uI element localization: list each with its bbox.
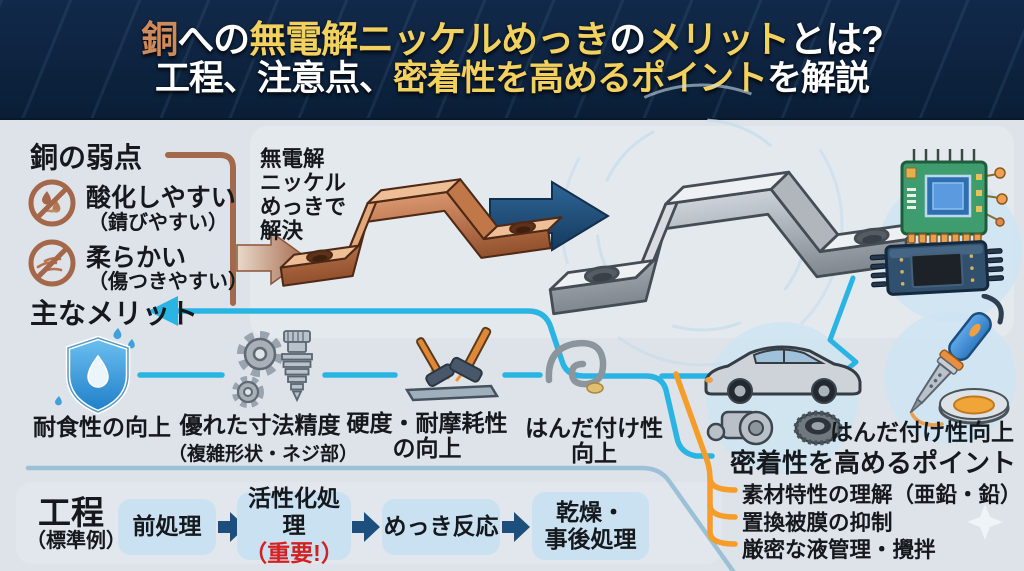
merit-4-label: はんだ付け性 向上 — [525, 415, 663, 466]
adhesion-point-1: 素材特性の理解（亜鉛・鉛） — [742, 483, 1022, 507]
merit-main-line — [171, 308, 715, 459]
weakness-2-label: 柔らかい — [86, 244, 187, 272]
nickel-plated-bracket-illustration — [538, 128, 938, 354]
weakness-connector-line — [165, 152, 236, 306]
process-subtitle: （標準例） — [26, 530, 126, 552]
solution-caption: 無電解 ニッケル めっきで 解決 — [260, 147, 347, 243]
shield-droplet-icon — [52, 326, 144, 418]
weaknesses-title: 銅の弱点 — [30, 142, 143, 173]
soldering-iron-icon — [888, 294, 1024, 440]
process-step-2: 活性化処理 （重要!） — [237, 485, 351, 566]
hammers-plate-icon — [393, 324, 507, 414]
solder-wire-icon — [543, 334, 621, 418]
adhesion-point-2: 置換被膜の抑制 — [742, 511, 893, 535]
adhesion-branch-lines — [673, 371, 738, 547]
copper-bracket-illustration — [272, 146, 572, 316]
merits-title: 主なメリット — [30, 298, 199, 329]
merit-2-sub: （複雑形状・ネジ部） — [168, 444, 359, 465]
adhesion-point-3: 厳密な液管理・攪拌 — [742, 538, 936, 562]
dark-chip-icon — [862, 230, 1012, 310]
process-step-4: 乾燥・ 事後処理 — [532, 492, 649, 560]
no-scratch-icon — [26, 237, 78, 289]
process-separator-line — [25, 465, 736, 571]
no-oxidation-icon — [26, 177, 78, 229]
process-step-1: 前処理 — [118, 499, 216, 555]
process-arrow-icon — [350, 512, 382, 542]
weakness-1-sub: （錆びやすい） — [88, 212, 228, 234]
header-banner: 銅への無電解ニッケルめっきのメリットとは? 工程、注意点、密着性を高めるポイント… — [0, 0, 1024, 120]
process-step-3: めっき反応 — [382, 499, 500, 555]
gears-screw-icon — [222, 328, 326, 414]
title-line-2: 工程、注意点、密着性を高めるポイントを解説 — [154, 59, 870, 99]
merit-2-label: 優れた寸法精度 — [179, 412, 341, 438]
background-panel — [250, 126, 1014, 338]
green-chip-icon — [888, 146, 1008, 246]
title-word-copper: 銅 — [141, 19, 178, 61]
important-note: （重要!） — [244, 539, 344, 566]
process-title: 工程 — [38, 494, 104, 531]
weakness-1-label: 酸化しやすい — [86, 184, 236, 212]
process-arrow-icon — [216, 512, 248, 542]
process-arrow-icon — [500, 512, 532, 542]
sparkle-icon — [967, 504, 1003, 540]
solder-improvement-note: はんだ付け性向上 — [830, 419, 1014, 445]
merit-arrowhead-icon — [148, 296, 178, 326]
adhesion-title: 密着性を高めるポイント — [730, 448, 1017, 478]
title-line-1: 銅への無電解ニッケルめっきのメリットとは? — [141, 19, 884, 61]
merit-1-label: 耐食性の向上 — [33, 414, 171, 440]
merit-3-label: 硬度・耐摩耗性 の向上 — [346, 410, 508, 461]
weakness-2-sub: （傷つきやすい） — [88, 271, 248, 293]
car-and-parts-icon — [698, 332, 873, 460]
